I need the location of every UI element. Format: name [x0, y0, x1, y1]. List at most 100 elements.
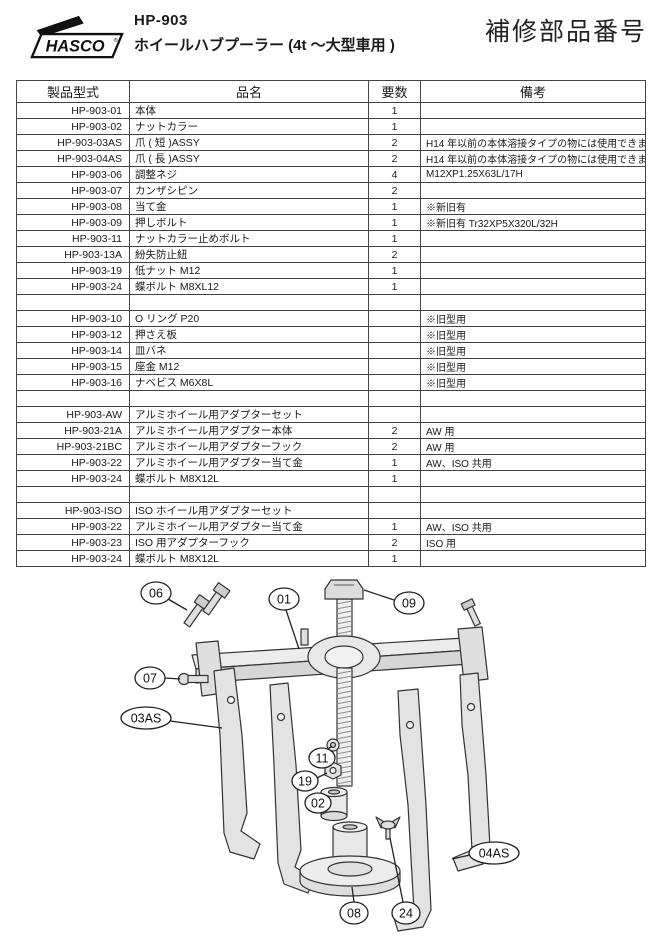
cell-model [16, 390, 130, 407]
cell-note: ※旧型用 [420, 374, 646, 391]
callout-09: 09 [363, 589, 425, 615]
table-row: HP-903-23 ISO 用アダプターフック 2 ISO 用 [16, 534, 646, 551]
col-header-model: 製品型式 [16, 80, 130, 103]
cell-note: ※旧型用 [420, 310, 646, 327]
cell-model: HP-903-10 [16, 310, 130, 327]
cell-model: HP-903-04AS [16, 150, 130, 167]
table-row: HP-903-06 調整ネジ 4 M12XP1.25X63L/17H [16, 166, 646, 183]
col-header-qty: 要数 [368, 80, 421, 103]
callout-02: 02 [304, 792, 332, 814]
cell-part-name: アルミホイール用アダプター本体 [129, 422, 369, 439]
cell-note: ※新旧有 [420, 198, 646, 215]
adjust-screws-part [183, 582, 231, 628]
table-row [16, 486, 646, 503]
col-header-note: 備考 [420, 80, 646, 103]
cell-note: ※新旧有 Tr32XP5X320L/32H [420, 214, 646, 231]
cell-quantity: 2 [368, 422, 421, 439]
cell-quantity: 1 [368, 470, 421, 487]
table-row: HP-903-24 蝶ボルト M8X12L 1 [16, 470, 646, 487]
cell-model: HP-903-22 [16, 454, 130, 471]
cell-note [420, 486, 646, 503]
table-row: HP-903-02 ナットカラー 1 [16, 118, 646, 135]
cell-note [420, 406, 646, 423]
callout-01: 01 [268, 587, 300, 650]
table-row: HP-903-19 低ナット M12 1 [16, 262, 646, 279]
cell-quantity [368, 358, 421, 375]
cell-model: HP-903-07 [16, 182, 130, 199]
cell-quantity [368, 486, 421, 503]
cell-quantity: 4 [368, 166, 421, 183]
cell-part-name: 蝶ボルト M8X12L [129, 470, 369, 487]
callout-24-label: 24 [399, 907, 413, 921]
cell-model: HP-903-21A [16, 422, 130, 439]
table-row: HP-903-10 O リング P20 ※旧型用 [16, 310, 646, 327]
cell-note: AW、ISO 共用 [420, 454, 646, 471]
cell-part-name: 蝶ボルト M8XL12 [129, 278, 369, 295]
logo-frame [30, 32, 124, 59]
cell-model: HP-903-24 [16, 550, 130, 567]
title-block: HP-903 ホイールハブプーラー (4t ～大型車用 ) [134, 12, 395, 55]
hasco-logo: HASCO ® [28, 12, 126, 60]
cell-quantity: 2 [368, 150, 421, 167]
cell-model: HP-903-09 [16, 214, 130, 231]
cell-part-name: ナットカラー [129, 118, 369, 135]
doc-right-title: 補修部品番号 [484, 18, 647, 46]
cell-model: HP-903-03AS [16, 134, 130, 151]
table-row: HP-903-21A アルミホイール用アダプター本体 2 AW 用 [16, 422, 646, 439]
cell-model: HP-903-15 [16, 358, 130, 375]
hasco-logo-graphic: HASCO ® [30, 15, 124, 59]
cell-model: HP-903-12 [16, 326, 130, 343]
table-row [16, 390, 646, 407]
table-row: HP-903-AW アルミホイール用アダプターセット [16, 406, 646, 423]
cell-note: ※旧型用 [420, 342, 646, 359]
callout-07: 07 [134, 666, 181, 690]
table-row [16, 294, 646, 311]
table-row: HP-903-03AS 爪 ( 短 )ASSY 2 H14 年以前の本体溶接タイ… [16, 134, 646, 151]
cell-note [420, 118, 646, 135]
center-boss [307, 635, 381, 679]
cell-note: ISO 用 [420, 534, 646, 551]
cell-quantity [368, 294, 421, 311]
callout-06-label: 06 [149, 587, 163, 601]
cell-note [420, 278, 646, 295]
push-bolt-lower-shaft [336, 667, 353, 787]
table-row: HP-903-13A 紛失防止紐 2 [16, 246, 646, 263]
callout-07-label: 07 [143, 672, 157, 686]
table-row: HP-903-22 アルミホイール用アダプター当て金 1 AW、ISO 共用 [16, 454, 646, 471]
cell-part-name: ナットカラー止めボルト [129, 230, 369, 247]
cell-part-name: アルミホイール用アダプター当て金 [129, 518, 369, 535]
cell-model: HP-903-06 [16, 166, 130, 183]
cell-part-name: アルミホイール用アダプターセット [129, 406, 369, 423]
cell-note: AW 用 [420, 422, 646, 439]
callout-01-label: 01 [277, 593, 291, 607]
cell-part-name: 当て金 [129, 198, 369, 215]
table-row: HP-903-ISO ISO ホイール用アダプターセット [16, 502, 646, 519]
cell-note [420, 102, 646, 119]
cell-note: H14 年以前の本体溶接タイプの物には使用できません。 [420, 150, 646, 167]
callout-11: 11 [308, 745, 336, 769]
cell-quantity: 1 [368, 214, 421, 231]
table-row: HP-903-11 ナットカラー止めボルト 1 [16, 230, 646, 247]
cell-part-name: 爪 ( 長 )ASSY [129, 150, 369, 167]
cell-model: HP-903-02 [16, 118, 130, 135]
cell-quantity: 2 [368, 246, 421, 263]
cell-part-name: 爪 ( 短 )ASSY [129, 134, 369, 151]
cell-part-name: ISO ホイール用アダプターセット [129, 502, 369, 519]
callout-09-label: 09 [402, 597, 416, 611]
cell-model: HP-903-19 [16, 262, 130, 279]
cell-part-name: 低ナット M12 [129, 262, 369, 279]
header-row: 製品型式 品名 要数 備考 [16, 80, 646, 103]
cell-quantity [368, 310, 421, 327]
cell-model: HP-903-24 [16, 278, 130, 295]
callout-03as-label: 03AS [131, 712, 162, 726]
cell-model: HP-903-ISO [16, 502, 130, 519]
table-row: HP-903-09 押しボルト 1 ※新旧有 Tr32XP5X320L/32H [16, 214, 646, 231]
cell-note: AW、ISO 共用 [420, 518, 646, 535]
cell-quantity: 2 [368, 534, 421, 551]
cell-note [420, 246, 646, 263]
cell-note: ※旧型用 [420, 326, 646, 343]
cell-part-name: 紛失防止紐 [129, 246, 369, 263]
callout-08-label: 08 [347, 907, 361, 921]
cell-model: HP-903-16 [16, 374, 130, 391]
table-row: HP-903-24 蝶ボルト M8X12L 1 [16, 550, 646, 567]
